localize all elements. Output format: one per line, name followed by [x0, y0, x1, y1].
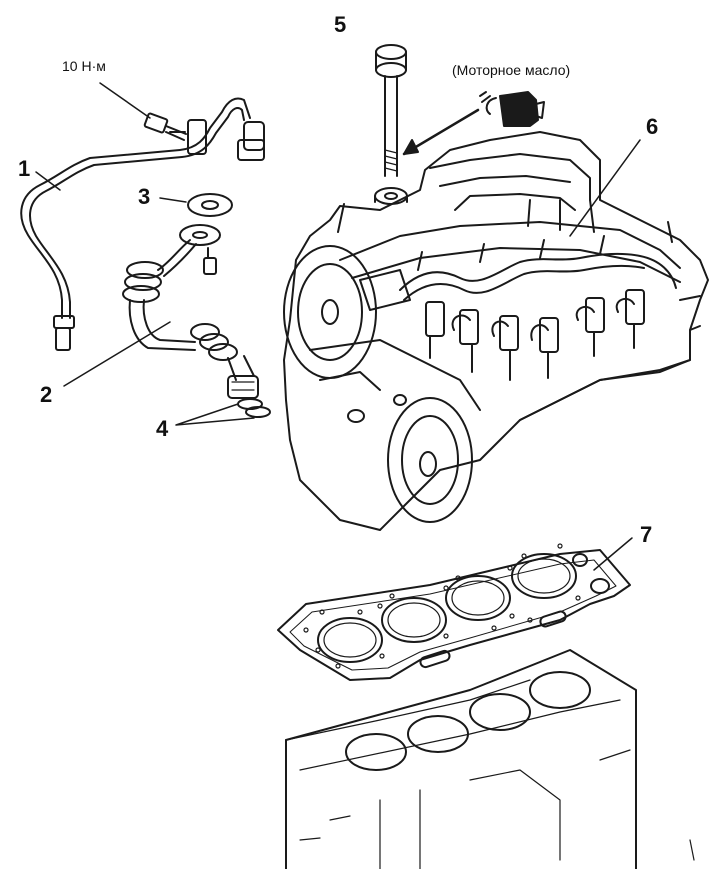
callout-2: 2 [40, 382, 53, 407]
head-bolt-5 [374, 44, 408, 205]
oil-note: (Моторное масло) [452, 62, 571, 78]
cylinder-block [285, 649, 695, 869]
seal-rings-4 [175, 398, 271, 426]
callout-3: 3 [138, 184, 151, 209]
callout-7: 7 [640, 522, 653, 547]
gasket-3 [159, 193, 233, 217]
callout-1: 1 [18, 156, 31, 181]
oil-feed-pipe [20, 97, 265, 351]
oil-return-pipe [122, 224, 259, 399]
torque-bolt [99, 82, 187, 141]
oil-can-icon [402, 91, 545, 156]
callout-6: 6 [646, 114, 659, 139]
torque-label: 10 Н·м [62, 58, 106, 74]
cylinder-head-6 [283, 131, 709, 531]
callout-5: 5 [334, 12, 347, 37]
head-gasket-7 [277, 543, 631, 681]
callout-4: 4 [156, 416, 169, 441]
